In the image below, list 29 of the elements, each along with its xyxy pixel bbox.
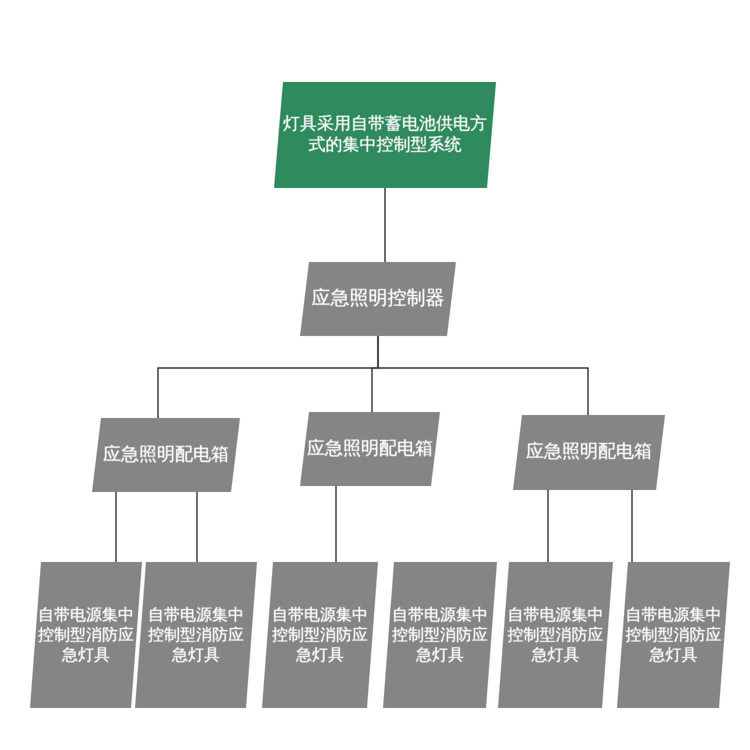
parallelogram-box <box>498 562 613 708</box>
parallelogram-box <box>30 562 142 708</box>
parallelogram-box <box>617 562 730 708</box>
connector-line <box>384 188 386 262</box>
parallelogram-box <box>383 562 497 708</box>
box-label: 自带电源集中控制型消防应急灯具 <box>391 605 489 665</box>
box-label: 应急照明配电箱 <box>307 438 433 460</box>
connector-line <box>196 492 198 562</box>
box-label: 自带电源集中控制型消防应急灯具 <box>506 605 604 665</box>
parallelogram-box <box>300 262 456 336</box>
box-label: 灯具采用自带蓄电池供电方式的集中控制型系统 <box>282 114 488 156</box>
connector-line <box>547 490 549 562</box>
connector-line <box>377 336 589 415</box>
connector-line <box>115 492 117 562</box>
box-label: 自带电源集中控制型消防应急灯具 <box>37 605 135 665</box>
box-label: 应急照明配电箱 <box>526 441 652 464</box>
box-label: 应急照明控制器 <box>312 287 444 311</box>
connector-line <box>631 490 633 562</box>
parallelogram-box <box>135 562 257 708</box>
parallelogram-box <box>274 82 496 188</box>
parallelogram-box <box>300 412 440 486</box>
connector-line <box>335 486 337 562</box>
parallelogram-box <box>92 418 240 492</box>
parallelogram-box <box>262 562 378 708</box>
box-label: 自带电源集中控制型消防应急灯具 <box>624 605 722 665</box>
box-label: 自带电源集中控制型消防应急灯具 <box>271 605 369 665</box>
box-label: 应急照明配电箱 <box>103 444 229 466</box>
parallelogram-box <box>513 415 665 490</box>
box-label: 自带电源集中控制型消防应急灯具 <box>147 605 245 665</box>
